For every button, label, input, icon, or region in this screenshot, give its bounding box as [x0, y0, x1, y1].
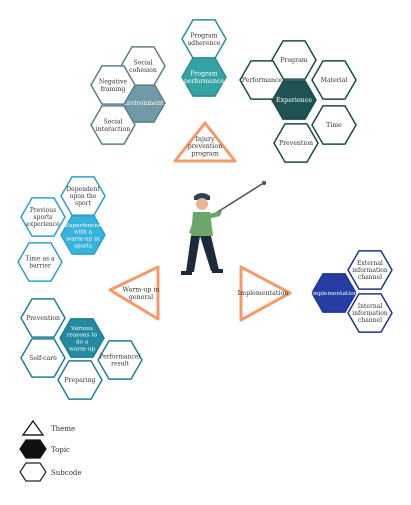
subcode-time: Time	[311, 105, 357, 145]
legend-topic-label: Topic	[51, 446, 70, 454]
subcode-self-care-label: Self-care	[29, 355, 57, 362]
legend-subcode-icon	[19, 462, 47, 482]
subcode-time-label: Time	[326, 122, 342, 129]
subcode-prevention: Prevention	[20, 298, 66, 338]
subcode-prevention-exp-label: Prevention	[279, 140, 313, 147]
legend-theme-label: Theme	[51, 425, 75, 433]
theme-implementation: Implementation	[238, 265, 292, 322]
topic-experience-label: Experience	[276, 97, 312, 104]
topic-experience: Experience	[271, 80, 317, 120]
subcode-prevention-exp: Prevention	[273, 123, 319, 163]
topic-environment-label: Environment	[122, 100, 164, 107]
subcode-preparing: Preparing	[57, 360, 103, 400]
subcode-program: Program	[271, 40, 317, 80]
subcode-preparing-label: Preparing	[64, 377, 95, 384]
subcode-material: Material	[311, 60, 357, 100]
subcode-performance-result-label: Performance/result	[100, 354, 142, 368]
theme-implementation-label: Implementation	[238, 290, 289, 297]
golfer-illustration	[181, 180, 267, 275]
topic-implementation-label: Implementation	[311, 291, 358, 297]
subcode-performance-result: Performance/result	[97, 340, 143, 380]
subcode-performance: Performance	[239, 60, 285, 100]
subcode-self-care: Self-care	[20, 338, 66, 378]
legend-topic-icon	[19, 439, 47, 459]
legend-subcode-label: Subcode	[51, 469, 82, 477]
subcode-program-label: Program	[280, 57, 307, 64]
topic-implementation: Implementation	[311, 273, 358, 313]
subcode-material-label: Material	[321, 77, 348, 84]
subcode-prevention-label: Prevention	[26, 315, 60, 322]
legend-theme-icon	[21, 419, 45, 436]
subcode-performance-label: Performance	[242, 77, 282, 84]
legend: Theme Topic Subcode	[19, 419, 82, 482]
